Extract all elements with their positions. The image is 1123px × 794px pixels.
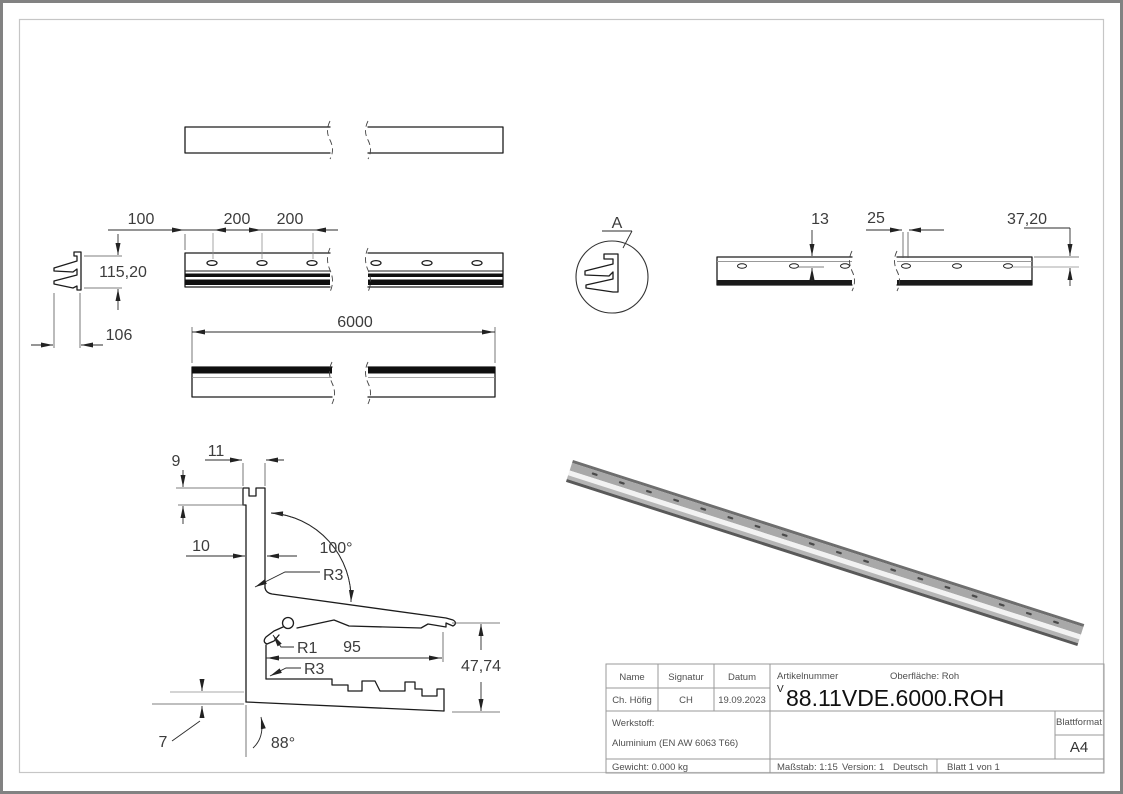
detail-circle-a: A [575,215,649,314]
profile-3d-hole-mark [591,472,598,476]
tb-blattformat-label: Blattformat [1056,717,1102,728]
dim-10: 10 [192,538,210,555]
view-cross-section: 9 11 10 100° R3 R1 95 R3 47,74 [152,443,501,757]
dim-95: 95 [343,639,361,656]
dim-37-20: 37,20 [1007,211,1047,228]
detail-label: A [612,215,623,232]
tb-sprache: Deutsch [893,762,928,773]
dim-6000: 6000 [337,314,373,331]
profile-3d-holes [591,472,1059,625]
dim-7: 7 [159,734,168,751]
dim-47-74: 47,74 [461,658,501,675]
profile-3d-view [565,460,1085,647]
dim-r3-bottom: R3 [304,661,325,678]
dim-100deg: 100° [319,540,352,557]
tb-blattformat-value: A4 [1070,739,1088,756]
inner-border [18,18,1105,774]
profile-3d-hole-mark [727,516,734,520]
profile-3d-hole-mark [781,533,788,537]
dim-115-20: 115,20 [99,264,147,281]
view-top [184,120,504,160]
view-right: 13 25 37,20 [716,210,1079,292]
profile-3d-hole-mark [754,524,761,529]
dim-9: 9 [172,453,181,470]
title-block: Name Signatur Datum Ch. Höfig CH 19.09.2… [605,663,1105,774]
view-front: 100 200 200 [108,211,504,293]
tb-werkstoff-value: Aluminium (EN AW 6063 T66) [612,738,738,749]
tb-signatur-label: Signatur [668,672,703,683]
tb-artikelnummer-prefix: V [777,684,784,695]
tb-werkstoff-label: Werkstoff: [612,718,654,729]
view-bottom-length: 6000 [191,314,496,405]
dim-100: 100 [128,211,155,228]
dim-200-b: 200 [277,211,304,228]
dim-106: 106 [106,327,133,344]
view-side-small: 115,20 106 [31,234,147,348]
tb-artikelnummer-label: Artikelnummer [777,671,838,682]
profile-3d-hole-mark [998,603,1005,607]
tb-datum-label: Datum [728,672,756,683]
tb-gewicht: Gewicht: 0.000 kg [612,762,688,773]
dim-13: 13 [811,211,829,228]
dim-11: 11 [208,443,225,460]
tb-name-value: Ch. Höfig [612,695,652,706]
profile-3d-hole-mark [1025,611,1032,616]
tb-blatt: Blatt 1 von 1 [947,762,1000,773]
profile-3d-hole-mark [917,577,924,581]
dim-r1: R1 [297,640,318,657]
tb-version: Version: 1 [842,762,884,773]
front-view-holes [206,259,483,267]
right-view-holes [737,263,1013,269]
profile-3d-hole-mark [835,550,842,555]
profile-3d-hole-mark [646,489,652,494]
profile-3d-hole-mark [673,498,680,503]
dim-200-a: 200 [224,211,251,228]
tb-name-label: Name [619,672,644,683]
profile-3d-hole-mark [971,594,978,598]
tb-artikelnummer-value: 88.11VDE.6000.ROH [786,685,1004,711]
profile-3d-hole-mark [890,568,897,572]
profile-3d-hole-mark [618,481,625,485]
profile-3d-hole-mark [944,585,951,590]
profile-3d-hole-mark [700,507,707,511]
tb-massstab: Maßstab: 1:15 [777,762,838,773]
tb-datum-value: 19.09.2023 [718,695,766,706]
dim-88deg: 88° [271,735,295,752]
dim-r3-top: R3 [323,567,344,584]
profile-3d-hole-mark [1053,620,1059,625]
tb-signatur-value: CH [679,695,693,706]
tb-oberflaeche-label: Oberfläche: Roh [890,671,959,682]
profile-3d-hole-mark [863,559,869,564]
profile-3d-hole-mark [808,542,815,546]
dim-25: 25 [867,210,885,227]
